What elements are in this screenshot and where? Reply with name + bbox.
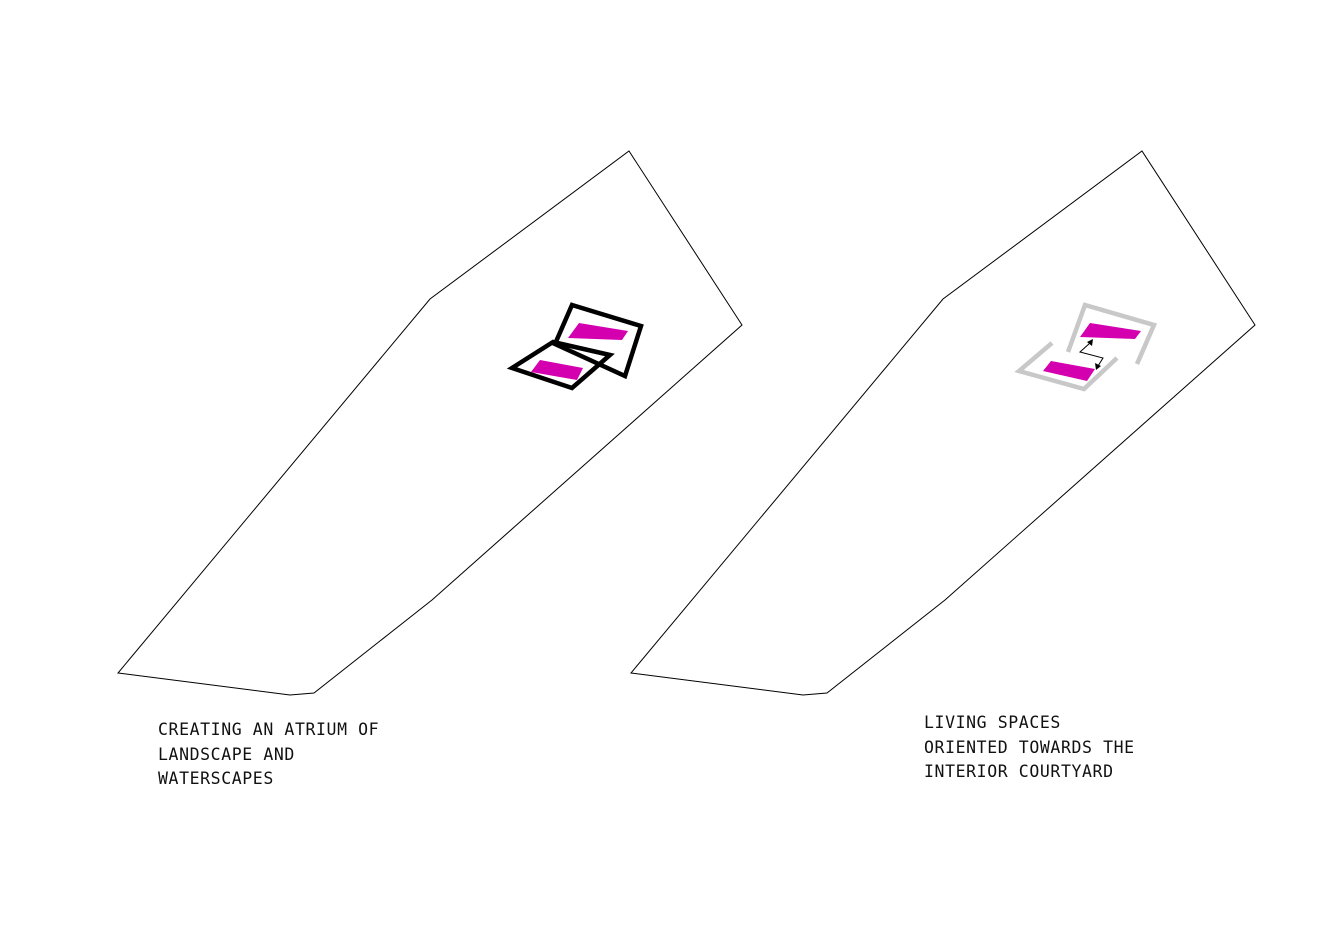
atrium-frame-upper xyxy=(552,302,644,380)
living-space-block-lower xyxy=(531,360,583,380)
courtyard-diagram xyxy=(630,150,1256,696)
arrowhead-bottom xyxy=(1095,363,1101,370)
courtyard-caption: LIVING SPACES ORIENTED TOWARDS THE INTER… xyxy=(924,711,1135,785)
site-outline xyxy=(630,150,1256,696)
arrowhead-top xyxy=(1087,339,1093,346)
courtyard-wall-upper xyxy=(1065,302,1158,365)
atrium-frame-lower xyxy=(506,339,615,391)
atrium-caption: CREATING AN ATRIUM OF LANDSCAPE AND WATE… xyxy=(158,718,379,792)
living-space-block-lower xyxy=(1043,361,1095,381)
living-space-block-upper xyxy=(1080,323,1141,339)
caption-line: LIVING SPACES xyxy=(924,713,1061,732)
caption-line: ORIENTED TOWARDS THE xyxy=(924,737,1135,757)
atrium-diagram xyxy=(117,150,743,696)
site-outline xyxy=(117,150,743,696)
courtyard-wall-lower xyxy=(1014,341,1119,392)
caption-line: INTERIOR COURTYARD xyxy=(924,762,1114,781)
orientation-arrow xyxy=(1078,342,1104,367)
caption-line: WATERSCAPES xyxy=(158,769,274,788)
caption-line: LANDSCAPE AND xyxy=(158,744,295,764)
caption-line: CREATING AN ATRIUM OF xyxy=(158,720,380,739)
living-space-block-upper xyxy=(568,323,628,340)
